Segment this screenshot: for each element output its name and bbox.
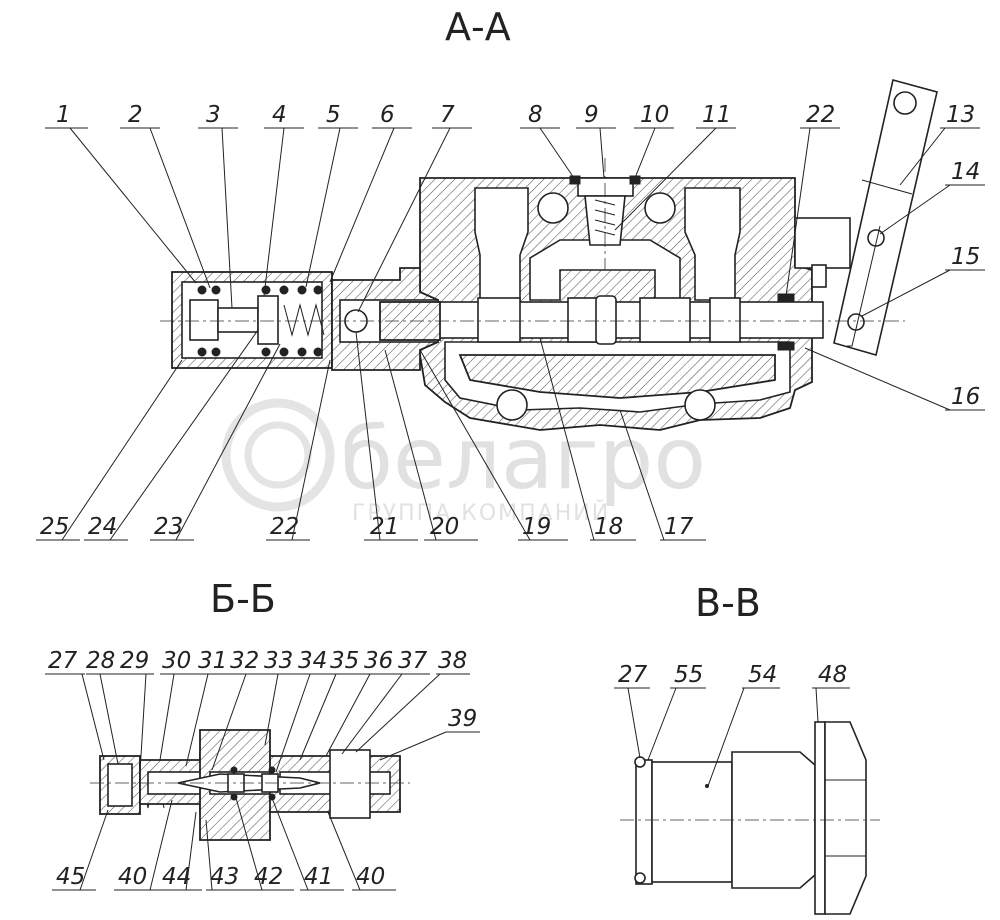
callout-31: 31 bbox=[198, 648, 227, 674]
callout-55: 55 bbox=[674, 662, 703, 688]
labels-bb: 27 28 29 30 31 32 33 34 35 36 37 38 39 4… bbox=[48, 648, 477, 890]
callout-21: 21 bbox=[370, 514, 399, 540]
callout-29: 29 bbox=[120, 648, 149, 674]
callout-20: 20 bbox=[430, 514, 459, 540]
callout-32: 32 bbox=[230, 648, 259, 674]
callout-23: 23 bbox=[154, 514, 183, 540]
callout-8: 8 bbox=[528, 102, 543, 128]
callout-4: 4 bbox=[272, 102, 287, 128]
callout-13: 13 bbox=[946, 102, 975, 128]
callout-37: 37 bbox=[398, 648, 428, 674]
hex-head bbox=[824, 721, 867, 915]
callout-10: 10 bbox=[640, 102, 669, 128]
left-chamber bbox=[474, 187, 529, 301]
washer bbox=[257, 295, 279, 345]
o-ring bbox=[634, 756, 646, 768]
callout-35: 35 bbox=[330, 648, 359, 674]
callout-18: 18 bbox=[594, 514, 623, 540]
callout-22: 22 bbox=[270, 514, 299, 540]
callout-27-vv: 27 bbox=[618, 662, 648, 688]
section-title-vv: В-В bbox=[695, 581, 761, 625]
callout-34: 34 bbox=[298, 648, 327, 674]
stop-sleeve bbox=[217, 307, 259, 333]
callout-43: 43 bbox=[210, 864, 239, 890]
callout-24: 24 bbox=[88, 514, 117, 540]
labels-aa-bottom: 25 24 23 22 21 20 19 18 17 bbox=[40, 514, 694, 540]
retaining-ring-seat bbox=[635, 759, 653, 885]
valve-plug bbox=[577, 177, 634, 197]
callout-2: 2 bbox=[128, 102, 143, 128]
callout-25: 25 bbox=[40, 514, 69, 540]
section-bb-drawing bbox=[90, 729, 410, 841]
plug-bore bbox=[107, 763, 133, 807]
end-fitting bbox=[329, 749, 371, 819]
leaders-aa-top bbox=[45, 127, 985, 411]
watermark-tagline: ГРУППА КОМПАНИЙ bbox=[352, 500, 610, 526]
labels-aa-top: 1 2 3 4 5 6 7 8 9 10 11 22 13 14 15 16 bbox=[56, 102, 980, 410]
end-cover bbox=[794, 217, 851, 269]
callout-33: 33 bbox=[264, 648, 293, 674]
callout-11: 11 bbox=[702, 102, 731, 128]
end-cap bbox=[189, 299, 219, 341]
callout-16: 16 bbox=[951, 384, 980, 410]
plug-shank bbox=[651, 761, 733, 883]
callout-38: 38 bbox=[438, 648, 467, 674]
callout-36: 36 bbox=[364, 648, 393, 674]
section-title-aa: А-А bbox=[445, 5, 511, 49]
callout-19: 19 bbox=[522, 514, 551, 540]
callout-3: 3 bbox=[206, 102, 221, 128]
callout-44: 44 bbox=[162, 864, 191, 890]
callout-15: 15 bbox=[951, 244, 980, 270]
callout-40: 40 bbox=[118, 864, 147, 890]
spool-land bbox=[567, 297, 599, 343]
spool-land bbox=[477, 297, 521, 343]
cotter-pin bbox=[847, 225, 881, 347]
callout-40b: 40 bbox=[356, 864, 385, 890]
bolt-hole bbox=[684, 389, 716, 421]
bolt-hole bbox=[496, 389, 528, 421]
control-lever bbox=[833, 79, 938, 357]
callout-42: 42 bbox=[254, 864, 283, 890]
lever-pivot-hole bbox=[893, 91, 917, 115]
spool-land bbox=[639, 297, 691, 343]
callout-30: 30 bbox=[162, 648, 191, 674]
callout-22: 22 bbox=[806, 102, 835, 128]
callout-14: 14 bbox=[951, 159, 980, 185]
callout-54: 54 bbox=[748, 662, 777, 688]
callout-1: 1 bbox=[56, 102, 71, 128]
spool-ring bbox=[595, 295, 617, 345]
callout-9: 9 bbox=[584, 102, 599, 128]
leaders-aa-bottom bbox=[36, 329, 706, 541]
callout-39: 39 bbox=[448, 706, 477, 732]
housing-inner-core bbox=[458, 354, 776, 399]
callout-41: 41 bbox=[304, 864, 333, 890]
bolt-hole bbox=[537, 192, 569, 224]
section-aa-drawing bbox=[160, 79, 938, 431]
section-vv-drawing bbox=[620, 721, 880, 915]
flange-washer bbox=[814, 721, 826, 915]
callout-45: 45 bbox=[56, 864, 85, 890]
callout-5: 5 bbox=[326, 102, 341, 128]
callout-17: 17 bbox=[664, 514, 694, 540]
leaders-bb bbox=[45, 673, 480, 891]
spool-land bbox=[709, 297, 741, 343]
end-nut bbox=[811, 264, 827, 288]
bolt-hole bbox=[644, 192, 676, 224]
callout-27: 27 bbox=[48, 648, 78, 674]
labels-vv: 27 55 54 48 bbox=[618, 662, 847, 688]
callout-6: 6 bbox=[380, 102, 395, 128]
leaders-vv bbox=[614, 687, 850, 787]
callout-28: 28 bbox=[86, 648, 115, 674]
callout-48: 48 bbox=[818, 662, 847, 688]
return-spring bbox=[283, 303, 325, 337]
callout-7: 7 bbox=[440, 102, 455, 128]
section-title-bb: Б-Б bbox=[210, 577, 276, 621]
o-ring bbox=[634, 872, 646, 884]
